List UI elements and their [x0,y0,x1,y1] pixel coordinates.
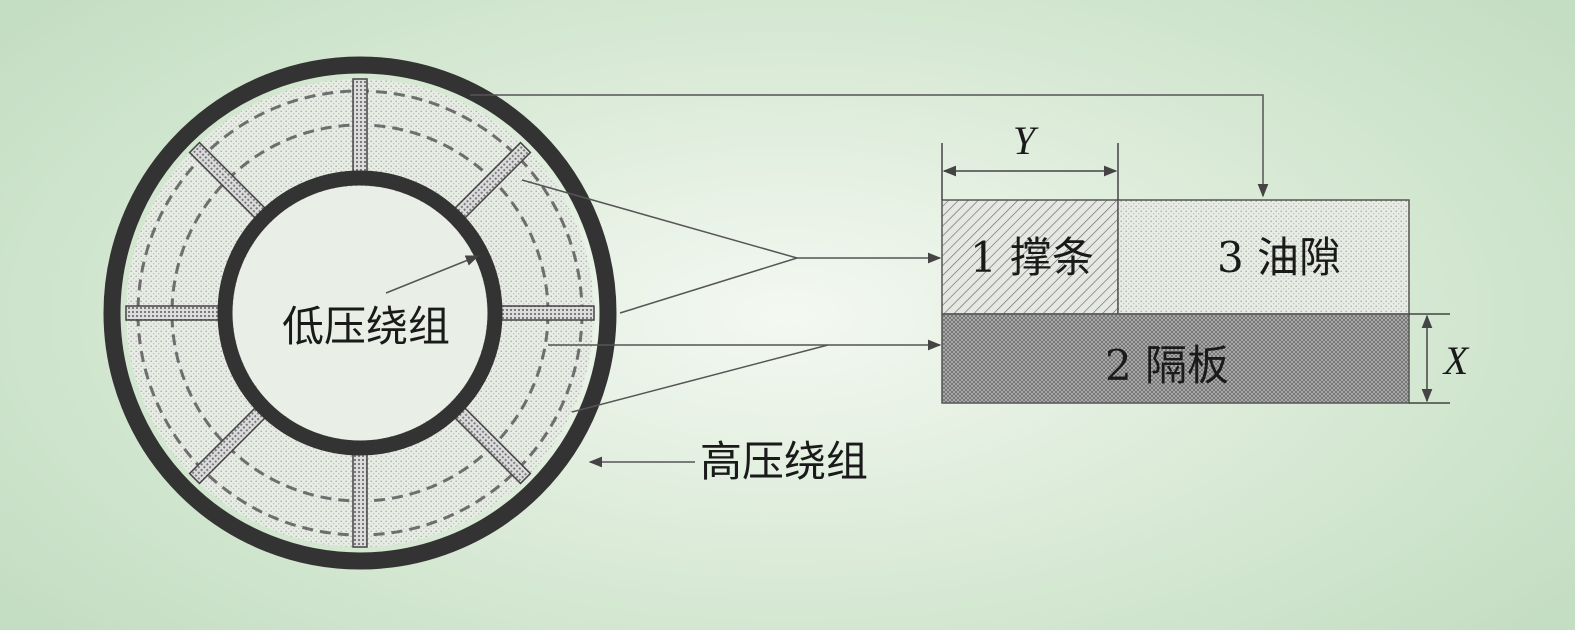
low-voltage-winding-ring [217,170,503,456]
barrier-leader-lower [571,344,829,413]
spacer-strip [125,305,231,321]
dim-x-label: X [1442,338,1470,383]
spacer-strip [352,442,368,548]
dimension-y [941,143,1119,200]
oil-gap-label: 3 油隙 [1217,233,1341,282]
insulation-detail: 1 撑条 3 油隙 2 隔板 [941,199,1410,404]
oil-gap-leader [470,94,1269,198]
spacer-strips [125,78,595,548]
barrier-region [941,313,1410,404]
strip-label: 1 撑条 [970,233,1094,282]
high-voltage-winding-ring [103,56,617,570]
dimension-x [1409,313,1450,404]
leader-lines [470,94,1269,413]
strip-region [941,199,1119,315]
barrier-label: 2 隔板 [1105,341,1229,390]
low-voltage-winding-label: 低压绕组 [282,302,450,351]
strip-leader-upper [521,179,798,259]
spacer-strip [352,78,368,184]
winding-cross-section: 低压绕组 [103,56,617,570]
dim-y-label: Y [1013,118,1039,163]
inner-core-fill [233,186,487,440]
high-voltage-winding-label: 高压绕组 [700,437,868,486]
spacer-strip [489,305,595,321]
strip-leader-lower [619,257,798,314]
low-voltage-leader-arrow [385,255,480,294]
